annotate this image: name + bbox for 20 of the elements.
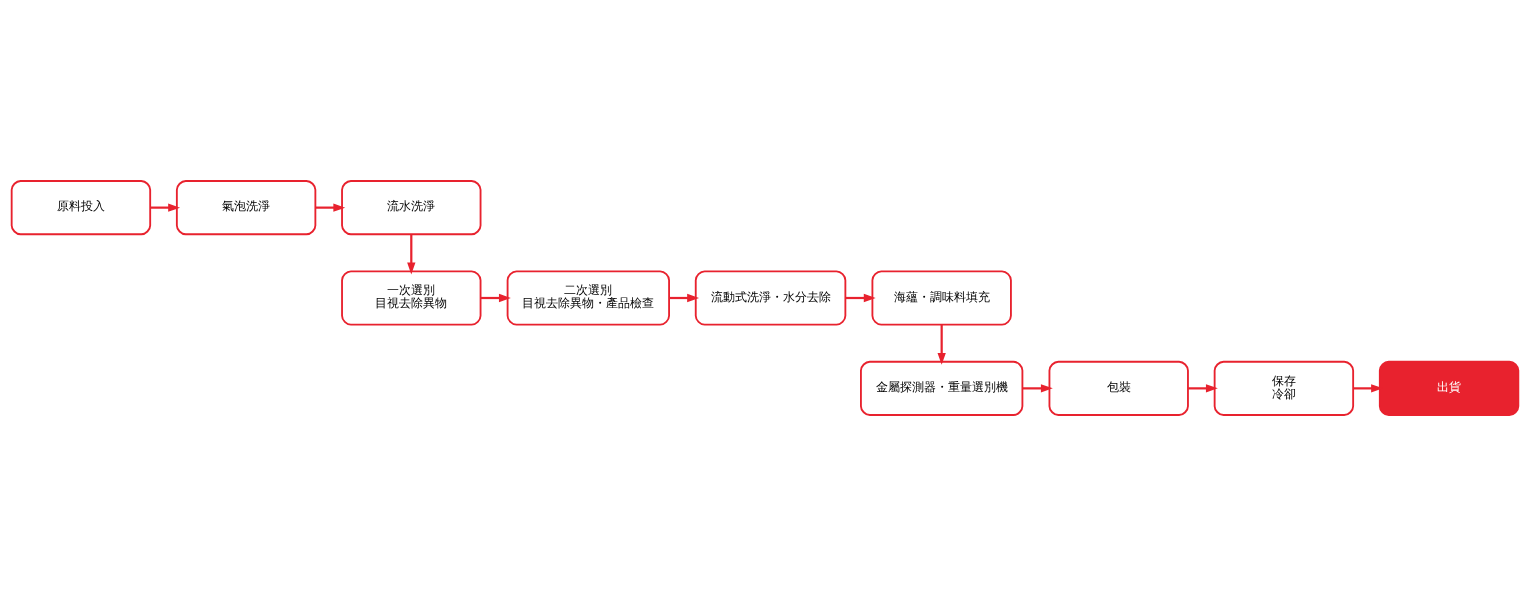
arrow bbox=[407, 234, 416, 275]
arrow bbox=[1022, 384, 1053, 393]
node-box: 保存 冷卻 bbox=[1213, 360, 1355, 416]
node-box: 海蘊・調味料填充 bbox=[871, 270, 1012, 326]
node-box: 原料投入 bbox=[10, 180, 152, 236]
node-box: 一次選別 目視去除異物 bbox=[341, 270, 482, 326]
arrow bbox=[1188, 384, 1218, 393]
node-box: 流動式洗淨・水分去除 bbox=[694, 270, 847, 326]
arrow bbox=[150, 203, 181, 212]
node-box: 包裝 bbox=[1048, 360, 1189, 416]
arrow bbox=[845, 293, 876, 303]
arrow bbox=[480, 293, 511, 303]
node-box: 氣泡洗淨 bbox=[175, 180, 317, 236]
arrow bbox=[937, 324, 946, 365]
node-box: 出貨 bbox=[1378, 360, 1520, 416]
node-box: 流水洗淨 bbox=[341, 180, 482, 236]
node-box: 二次選別 目視去除異物・產品檢查 bbox=[506, 270, 670, 326]
arrow bbox=[669, 293, 700, 303]
arrow bbox=[315, 203, 346, 212]
node-box: 金屬探測器・重量選別機 bbox=[860, 360, 1024, 416]
